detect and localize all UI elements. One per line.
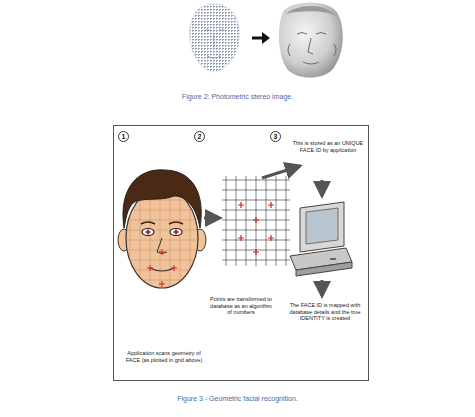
step-description: Application scans geometry of FACE (as p…: [124, 350, 204, 363]
step-description: This is stored as an UNIQUE FACE ID by a…: [292, 140, 364, 153]
step-number: 3: [270, 131, 281, 142]
figure-caption: Figure 3 - Geometric facial recognition.: [0, 395, 475, 402]
computer: [290, 202, 352, 276]
step-number: 1: [118, 131, 129, 142]
grid-face: [190, 4, 240, 72]
figure-panel: Application scans geometry of FACE (as p…: [113, 125, 369, 381]
arrow: [321, 180, 324, 196]
scanned-face: [118, 170, 206, 288]
step-number: 2: [194, 131, 205, 142]
rendered-face: [279, 3, 343, 78]
callout-number: 3: [274, 133, 278, 140]
arrow: [262, 166, 300, 178]
callout-number: 2: [198, 133, 202, 140]
callout-number: 1: [122, 133, 126, 140]
arrow: [252, 32, 270, 44]
step-description: Points are transformed to database as an…: [208, 296, 274, 316]
arrow: [204, 217, 220, 220]
figure-caption: Figure 2: Photometric stereo image.: [0, 93, 475, 100]
step-description: The FACE ID is mapped with database deta…: [284, 302, 366, 322]
arrow: [321, 280, 324, 296]
point-grid: [222, 176, 290, 266]
